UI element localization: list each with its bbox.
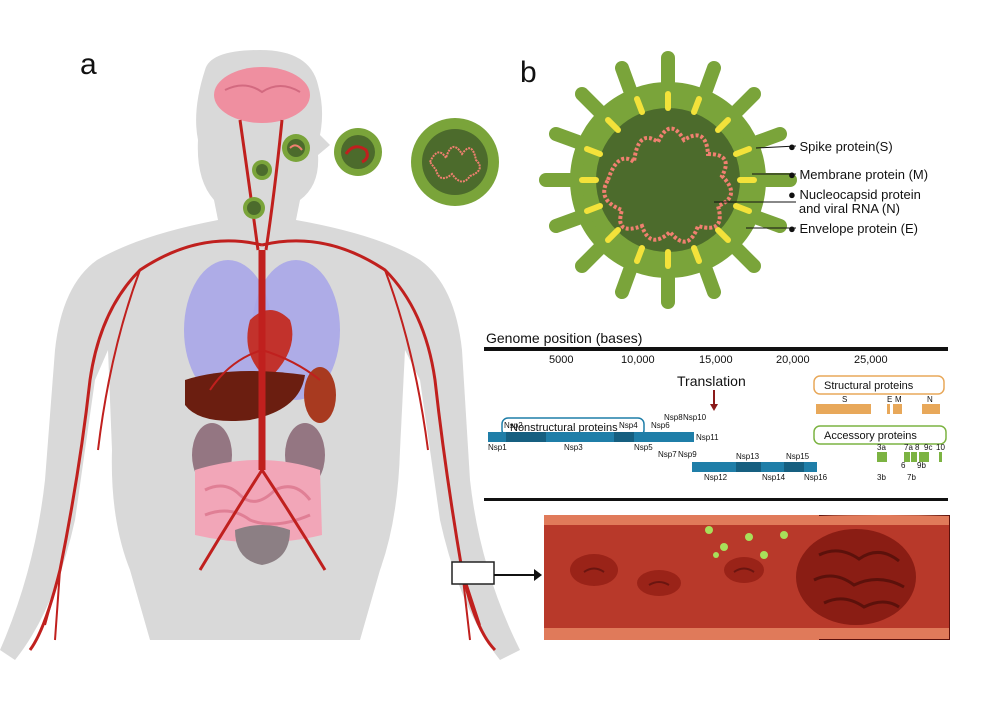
label-envelope-protein: ● Envelope protein (E) (788, 221, 918, 236)
nsp7-label: Nsp7 (658, 450, 677, 459)
genome-bottom-rule (484, 498, 948, 501)
gene-9c (919, 452, 929, 462)
nsp3-label: Nsp3 (564, 443, 583, 452)
gene-3b-label: 3b (877, 473, 886, 482)
gene-10 (939, 452, 942, 462)
gene-s (816, 404, 871, 414)
spleen (304, 367, 336, 423)
gene-3a (877, 452, 887, 462)
medium-virus (334, 128, 382, 176)
label-membrane-protein: ● Membrane protein (M) (788, 167, 929, 182)
label-spike-protein: ● Spike protein(S) (788, 139, 893, 154)
red-blood-cell-3 (724, 557, 764, 583)
gene-9b-label: 9b (917, 461, 926, 470)
nsp14-label: Nsp14 (762, 473, 786, 482)
lungs-left (184, 260, 272, 400)
blood-vessels (28, 119, 497, 652)
human-body-figure (0, 50, 520, 660)
nsp12-label: Nsp12 (704, 473, 728, 482)
virus-structure-diagram (539, 51, 797, 309)
nsp10-label: Nsp10 (683, 413, 707, 422)
red-blood-cell-1 (570, 554, 618, 586)
nsp9-label: Nsp9 (678, 450, 697, 459)
accessory-label: Accessory proteins (824, 430, 917, 442)
gene-e (887, 404, 890, 414)
tick-25000: 25,000 (854, 354, 888, 366)
label-spike-text: Spike protein(S) (799, 139, 893, 154)
tick-10000: 10,000 (621, 354, 655, 366)
nsp11-label: Nsp11 (696, 433, 719, 442)
gene-n (922, 404, 940, 414)
gene-s-label: S (842, 395, 847, 404)
small-virus-1 (252, 160, 272, 180)
bladder (235, 525, 290, 565)
small-virus-3 (243, 197, 265, 219)
virus-particles (705, 526, 788, 559)
spike-proteins (539, 51, 797, 309)
structural-box (813, 375, 945, 395)
structural-label: Structural proteins (824, 380, 914, 392)
gene-8-label: 8 (915, 443, 920, 452)
gene-8 (911, 452, 917, 462)
blood-clot (796, 529, 916, 625)
zoom-arrow (494, 569, 542, 581)
label-envelope-text: Envelope protein (E) (799, 221, 918, 236)
wrist-zoom-box (451, 561, 495, 585)
gene-n-label: N (927, 395, 933, 404)
accessory-box (813, 425, 947, 445)
gene-7a (904, 452, 910, 462)
gene-3a-label: 3a (877, 443, 886, 452)
nsp13-label: Nsp13 (736, 452, 760, 461)
label-nucleocapsid-text-2: and viral RNA (N) (798, 201, 900, 216)
blood-vessel-section (544, 515, 950, 640)
brain (214, 67, 310, 123)
nsp5-label: Nsp5 (634, 443, 653, 452)
gene-7b-label: 7b (907, 473, 916, 482)
label-nucleocapsid-text-1: Nucleocapsid protein (799, 187, 921, 202)
nsp2-label: Nsp2 (504, 421, 523, 430)
membrane-proteins (579, 91, 757, 269)
nsp16-label: Nsp16 (804, 473, 828, 482)
nsp15-label: Nsp15 (786, 452, 810, 461)
gene-m-label: M (895, 395, 902, 404)
nsp1-label: Nsp1 (488, 443, 507, 452)
gene-6-label: 6 (901, 461, 906, 470)
gene-e-label: E (887, 395, 892, 404)
label-membrane-text: Membrane protein (M) (799, 167, 929, 182)
orf1a-bar (488, 432, 694, 442)
nsp8-label: Nsp8 (664, 413, 683, 422)
tick-20000: 20,000 (776, 354, 810, 366)
label-nucleocapsid: ● Nucleocapsid protein and viral RNA (N) (788, 187, 921, 216)
tick-15000: 15,000 (699, 354, 733, 366)
genome-title: Genome position (bases) (486, 330, 642, 346)
viral-rna (602, 126, 733, 244)
gene-7a-label: 7a (904, 443, 913, 452)
translation-label: Translation (677, 373, 746, 389)
gene-m (893, 404, 902, 414)
gene-9c-label: 9c (924, 443, 932, 452)
genome-map: Genome position (bases) 5000 10,000 15,0… (484, 330, 948, 501)
genome-axis (484, 347, 948, 351)
panel-a-letter: a (80, 48, 97, 81)
gene-10-label: 10 (936, 443, 945, 452)
large-virus-small-panel (411, 118, 499, 206)
nsp4-label: Nsp4 (619, 421, 638, 430)
small-virus-2 (282, 134, 310, 162)
nonstructural-label: Nonstructural proteins (510, 422, 618, 434)
panel-b-letter: b (520, 56, 537, 89)
nsp6-label: Nsp6 (651, 421, 670, 430)
tick-5000: 5000 (549, 354, 573, 366)
